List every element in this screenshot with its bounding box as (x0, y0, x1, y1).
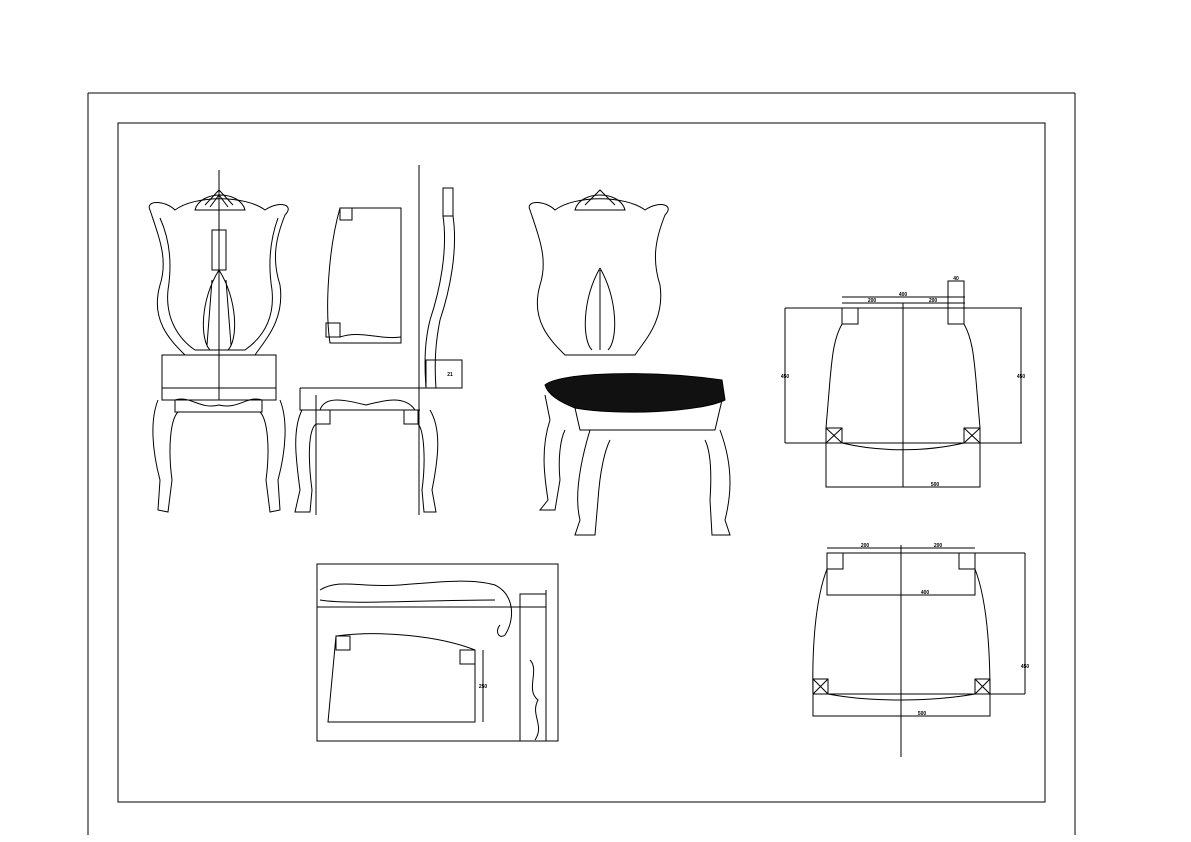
dim-depth-left: 450 (781, 374, 790, 380)
dim-depth-right: 450 (1017, 374, 1026, 380)
sheet-border (87, 92, 1076, 835)
chair-back-profile (325, 207, 402, 344)
leg-detail: 250 (316, 563, 559, 742)
dim-post: 40 (953, 276, 959, 282)
dim-half-left: 200 (868, 298, 877, 304)
chair-perspective (528, 189, 731, 536)
dim-front-width: 500 (931, 482, 940, 488)
dim-half-right: 200 (934, 543, 943, 549)
chair-front-elevation (148, 170, 289, 513)
dim-inner-width: 400 (921, 590, 930, 596)
detail-dim-label: 250 (479, 684, 488, 690)
seat-plan-bottom: 200 200 400 450 500 (812, 543, 1030, 757)
dim-half-right: 200 (929, 298, 938, 304)
seat-plan-top: 400 200 200 40 450 450 500 (781, 276, 1026, 488)
dim-depth: 450 (1021, 664, 1030, 670)
side-dim-label: 21 (447, 372, 453, 378)
dim-overall-width: 400 (899, 292, 908, 298)
dim-front-width: 500 (918, 711, 927, 717)
chair-side-elevation: 21 (294, 165, 463, 515)
dim-half-left: 200 (861, 543, 870, 549)
